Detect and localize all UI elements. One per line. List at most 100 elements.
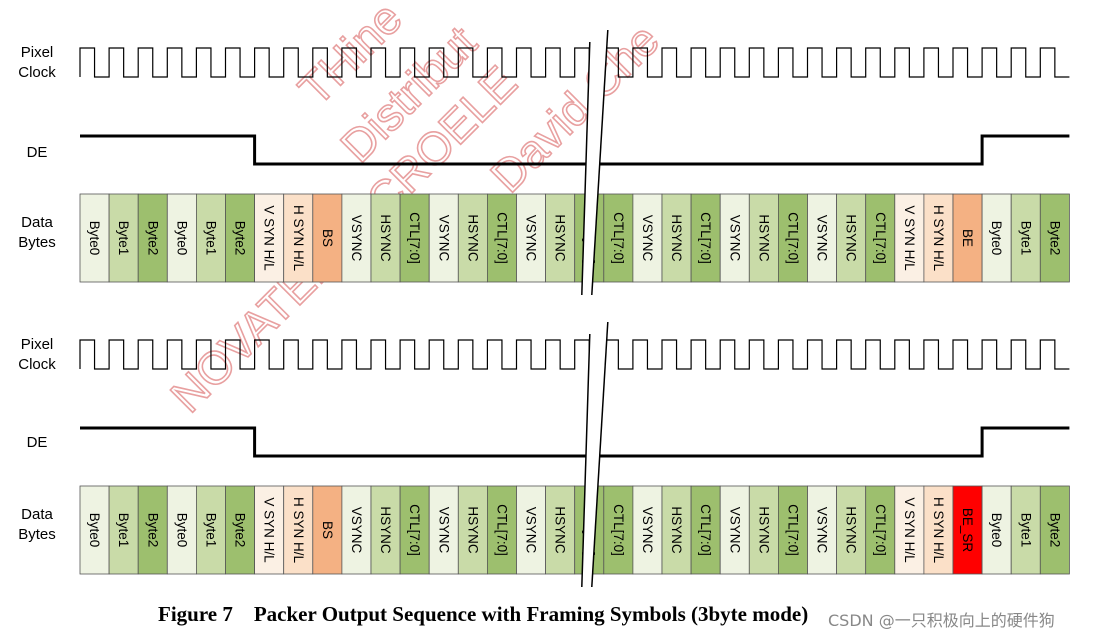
data-byte-cell-box (1010, 485, 1041, 575)
data-byte-label: HSYNC (465, 506, 480, 554)
data-byte-label: BS (320, 521, 335, 539)
data-byte-label: Byte2 (233, 513, 248, 548)
data-byte-cell-box (894, 193, 925, 283)
data-byte-cell-box (865, 485, 896, 575)
data-byte-cell: VSYNC (341, 485, 372, 575)
data-byte-cell: V SYN H/L (894, 485, 925, 575)
break-mark-line (591, 321, 609, 588)
data-byte-cell: HSYNC (836, 193, 867, 283)
data-byte-cell-box (923, 193, 954, 283)
data-byte-cell: H SYN H/L (923, 193, 954, 283)
data-byte-cell-box (661, 193, 692, 283)
data-byte-cell: Byte0 (79, 485, 110, 575)
data-byte-cell: HSYNC (370, 485, 401, 575)
data-byte-label: Byte1 (203, 221, 218, 256)
data-byte-label: Byte2 (1047, 221, 1062, 256)
data-byte-label: Byte0 (87, 221, 102, 256)
data-byte-label: H SYN H/L (931, 497, 946, 564)
data-byte-cell: VSYNC (807, 485, 838, 575)
data-byte-cell: CTL[7:0] (778, 485, 808, 575)
de-label: DE (27, 434, 48, 451)
data-byte-cell: Byte2 (225, 193, 256, 283)
break-mark-line (581, 333, 591, 588)
data-byte-label: CTL[7:0] (494, 212, 509, 264)
data-byte-cell: Byte2 (137, 485, 168, 575)
data-byte-cell: CTL[7:0] (690, 485, 721, 575)
data-byte-cell: Byte0 (79, 193, 110, 283)
data-byte-cell: V SYN H/L (894, 193, 925, 283)
break-mark-line (581, 41, 591, 296)
data-byte-label: BE (960, 229, 975, 247)
data-byte-cell: VSYNC (632, 193, 663, 283)
data-byte-cell: HSYNC (457, 485, 488, 575)
data-byte-label: HSYNC (378, 214, 393, 262)
data-byte-cell-box (865, 193, 896, 283)
data-byte-cell: Byte1 (108, 193, 139, 283)
pixel-clock-label: Clock (18, 64, 56, 81)
data-byte-cell: VSYNC (719, 193, 750, 283)
data-byte-cell-box (195, 485, 226, 575)
data-byte-cell-box (778, 485, 808, 575)
data-byte-cell-box (486, 485, 517, 575)
data-byte-label: Byte0 (989, 221, 1004, 256)
data-byte-cell: BS (312, 193, 343, 283)
data-byte-cell-box (79, 485, 110, 575)
data-byte-cell: HSYNC (545, 193, 576, 283)
data-byte-cell-box (370, 193, 401, 283)
data-byte-cell-box (807, 193, 838, 283)
data-byte-cell: CTL[7:0] (399, 485, 430, 575)
data-byte-label: Byte1 (1018, 513, 1033, 548)
data-byte-cell-box (690, 193, 721, 283)
data-byte-cell-box (516, 193, 547, 283)
data-byte-cell-box (457, 485, 488, 575)
data-byte-label: VSYNC (815, 507, 830, 554)
data-byte-label: HSYNC (553, 214, 568, 262)
data-byte-cell-box (1010, 193, 1041, 283)
data-byte-cell-box (952, 485, 983, 575)
data-byte-cell-box (108, 193, 139, 283)
data-byte-label: CTL[7:0] (785, 504, 800, 556)
data-byte-cell-box (748, 193, 779, 283)
data-byte-label: CTL[7:0] (698, 504, 713, 556)
data-byte-cell: Byte2 (1039, 485, 1070, 575)
data-byte-cell: BS (312, 485, 343, 575)
data-byte-label: CTL[7:0] (611, 504, 626, 556)
data-byte-label: V SYN H/L (902, 497, 917, 563)
data-byte-cell-box (1039, 485, 1070, 575)
data-byte-cell-box (603, 485, 634, 575)
data-byte-cell-box (283, 485, 314, 575)
data-bytes-label: Bytes (18, 234, 56, 251)
data-byte-cell-box (690, 485, 721, 575)
pixel-clock-waveform (79, 47, 1070, 78)
data-byte-cell: Byte1 (1010, 193, 1041, 283)
data-byte-cell: CTL[7:0] (778, 193, 808, 283)
data-byte-cell: Byte0 (166, 193, 197, 283)
data-byte-cell: VSYNC (807, 193, 838, 283)
data-byte-cell: VSYNC (516, 485, 547, 575)
data-byte-label: BS (320, 229, 335, 247)
data-byte-label: VSYNC (640, 507, 655, 554)
data-byte-cell-box (1039, 193, 1070, 283)
data-byte-cell: HSYNC (748, 193, 779, 283)
data-byte-cell-box (341, 193, 372, 283)
break-mark-line (591, 29, 609, 296)
data-byte-label: HSYNC (669, 214, 684, 262)
data-byte-label: VSYNC (727, 507, 742, 554)
data-byte-label: CTL[7:0] (873, 504, 888, 556)
data-byte-cell: HSYNC (661, 485, 692, 575)
data-byte-cell-box (661, 485, 692, 575)
data-byte-cell: VSYNC (428, 485, 459, 575)
data-byte-cell: HSYNC (545, 485, 576, 575)
data-byte-cell: VSYNC (516, 193, 547, 283)
data-byte-cell: Byte0 (166, 485, 197, 575)
data-byte-cell-box (952, 193, 983, 283)
data-byte-cell-box (545, 485, 576, 575)
data-byte-label: Byte0 (87, 513, 102, 548)
data-bytes-label: Data (21, 506, 53, 523)
data-byte-cell: Byte2 (1039, 193, 1070, 283)
data-byte-cell: VSYNC (341, 193, 372, 283)
data-byte-cell: VSYNC (632, 485, 663, 575)
de-waveform (80, 134, 1070, 166)
data-byte-cell-box (312, 485, 343, 575)
